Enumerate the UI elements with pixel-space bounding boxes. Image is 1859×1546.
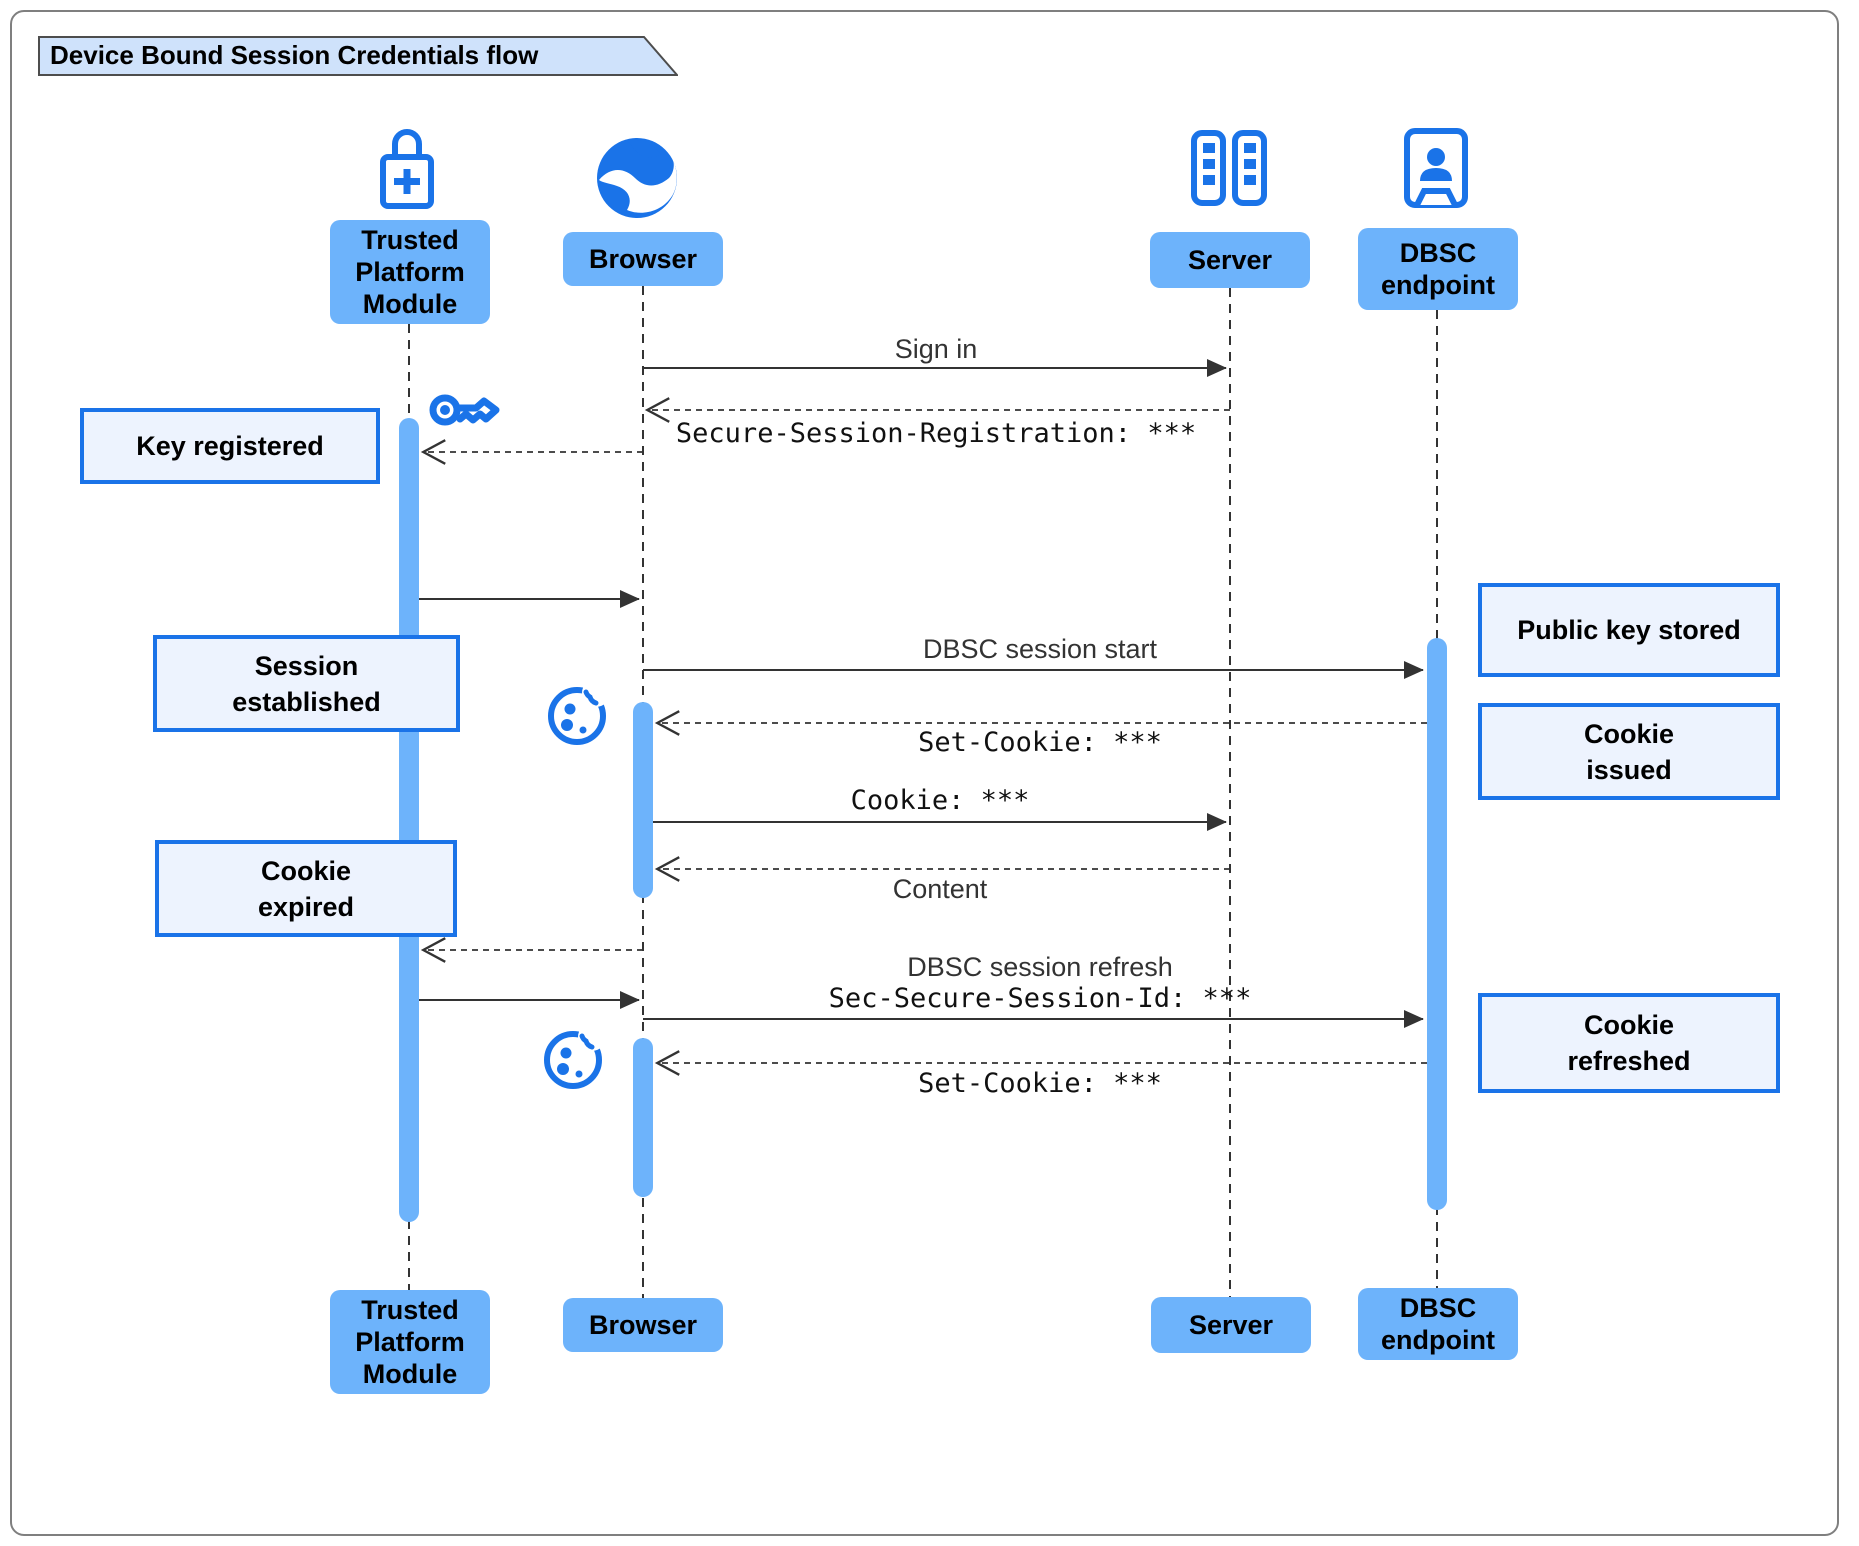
actor-label-line: Trusted <box>361 1295 459 1325</box>
note-line: Session <box>254 650 359 681</box>
actor-browser-top: Browser <box>563 232 723 286</box>
actor-tpm-top: Trusted Platform Module <box>330 220 490 324</box>
actor-server-top: Server <box>1150 232 1310 288</box>
actor-label-line: endpoint <box>1381 270 1495 300</box>
note-line: Cookie <box>1583 1010 1675 1040</box>
actor-label-line: Browser <box>588 1310 698 1340</box>
actor-tpm-bottom: Trusted Platform Module <box>330 1290 490 1394</box>
note-line: established <box>232 686 381 717</box>
diagram-title-tab: Device Bound Session Credentials flow <box>38 36 678 76</box>
message-label-sec-secure-session-id: Sec-Secure-Session-Id: *** <box>828 983 1252 1014</box>
message-label-cookie: Cookie: *** <box>850 785 1030 816</box>
actor-label-line: Platform <box>355 1327 465 1357</box>
actor-label-line: DBSC <box>1399 238 1477 268</box>
actor-label-line: Server <box>1188 1310 1274 1340</box>
note-line: Public key stored <box>1517 615 1741 645</box>
actor-label-line: Browser <box>588 244 698 274</box>
key-icon <box>428 382 504 438</box>
note-session-established: Session established <box>153 635 460 732</box>
note-line: expired <box>257 891 355 922</box>
note-line: Key registered <box>136 431 324 461</box>
actor-label-line: Module <box>362 289 458 319</box>
note-line: Cookie <box>1583 718 1675 749</box>
message-label-set-cookie-1: Set-Cookie: *** <box>918 727 1162 758</box>
message-label-content: Content <box>892 874 988 904</box>
message-label-dbsc-session-start: DBSC session start <box>922 634 1158 664</box>
diagram-border <box>10 10 1839 1536</box>
actor-label-line: Server <box>1187 245 1273 275</box>
note-cookie-expired: Cookie expired <box>155 840 457 937</box>
message-label-secure-session-registration: Secure-Session-Registration: *** <box>675 418 1197 449</box>
actor-server-bottom: Server <box>1151 1297 1311 1353</box>
actor-dbsc-bottom: DBSC endpoint <box>1358 1288 1518 1360</box>
note-cookie-issued: Cookie issued <box>1478 703 1780 800</box>
id-badge-icon <box>1404 128 1468 208</box>
cookie-icon <box>545 680 609 746</box>
globe-icon <box>595 136 679 220</box>
note-line: refreshed <box>1567 1046 1691 1076</box>
actor-label-line: Platform <box>355 257 465 287</box>
lock-plus-icon <box>377 126 437 212</box>
activation-bar-dbsc <box>1427 638 1447 1210</box>
note-line: Cookie <box>260 855 352 886</box>
message-label-sign-in: Sign in <box>894 334 978 364</box>
actor-label-line: Module <box>362 1359 458 1389</box>
message-label-dbsc-session-refresh: DBSC session refresh <box>907 952 1173 982</box>
actor-label-line: endpoint <box>1381 1325 1495 1355</box>
cookie-icon <box>541 1024 605 1090</box>
actor-dbsc-top: DBSC endpoint <box>1358 228 1518 310</box>
note-line: issued <box>1586 754 1672 785</box>
activation-bar-browser-1 <box>633 702 653 898</box>
server-rack-icon <box>1190 130 1268 206</box>
page-title: Device Bound Session Credentials flow <box>50 39 539 70</box>
note-public-key-stored: Public key stored <box>1478 583 1780 677</box>
note-key-registered: Key registered <box>80 408 380 484</box>
activation-bar-tpm <box>399 418 419 1222</box>
actor-label-line: Trusted <box>361 225 459 255</box>
title-tab-shape <box>38 36 678 76</box>
activation-bar-browser-2 <box>633 1038 653 1197</box>
message-label-set-cookie-2: Set-Cookie: *** <box>918 1068 1162 1099</box>
actor-label-line: DBSC <box>1399 1293 1477 1323</box>
actor-browser-bottom: Browser <box>563 1298 723 1352</box>
note-cookie-refreshed: Cookie refreshed <box>1478 993 1780 1093</box>
